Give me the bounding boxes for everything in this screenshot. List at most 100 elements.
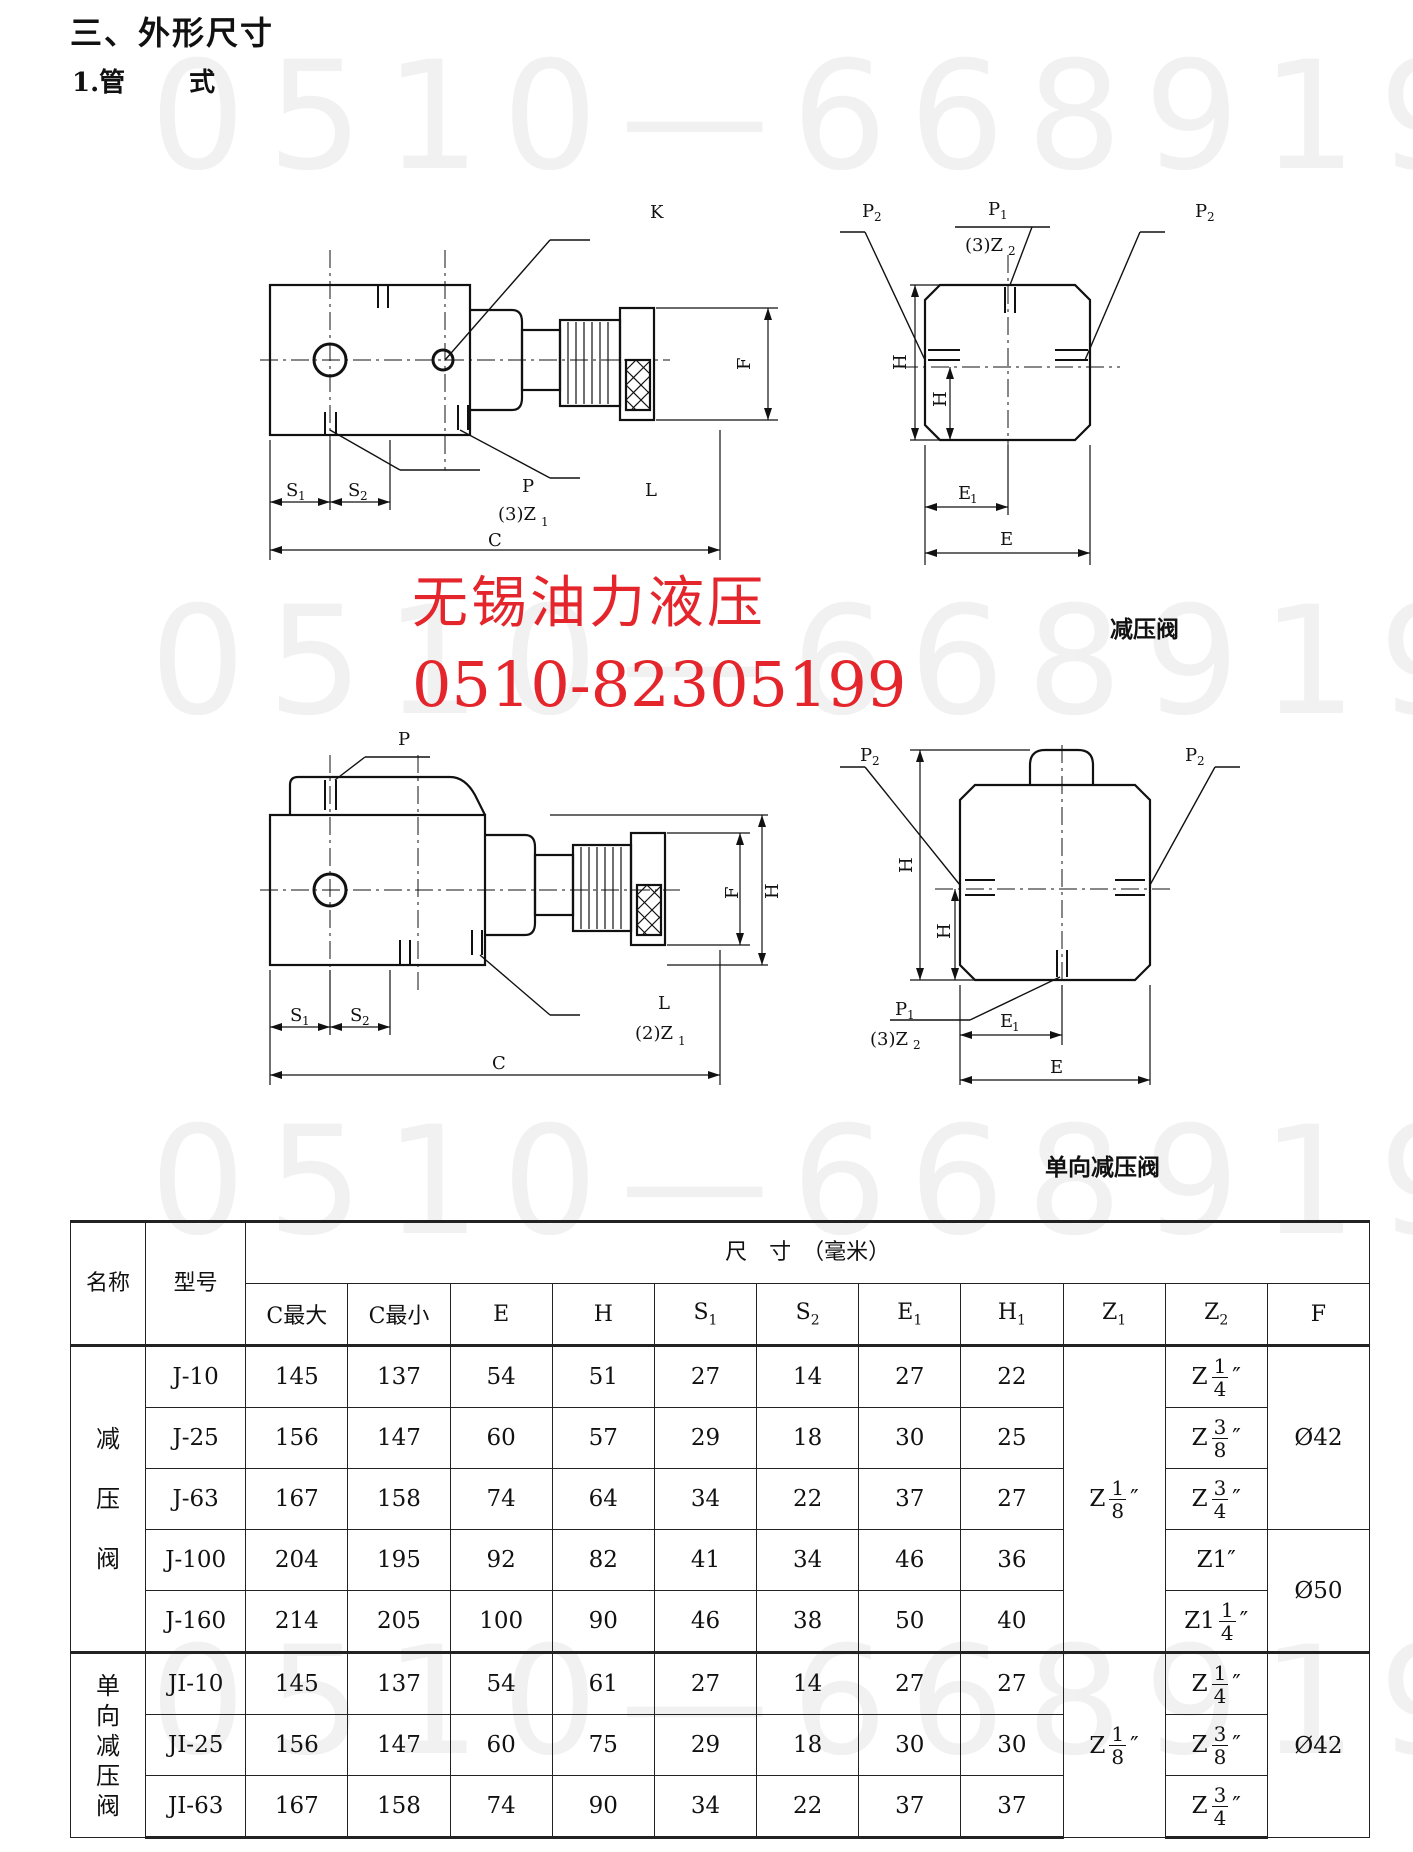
- col-header: C最小: [347, 1283, 451, 1346]
- label-C: C: [488, 530, 502, 551]
- company-phone: 0510-82305199: [412, 648, 907, 721]
- svg-text:2: 2: [360, 489, 368, 503]
- side-label-z2: (3)Z: [870, 1029, 908, 1050]
- value-cell: 167: [245, 1775, 349, 1839]
- label-H1: H: [930, 391, 951, 407]
- model-cell: J-10: [145, 1344, 247, 1408]
- value-cell: 90: [551, 1590, 655, 1653]
- label-z2: (3)Z: [965, 235, 1003, 256]
- svg-text:2: 2: [913, 1038, 921, 1052]
- svg-text:1: 1: [298, 489, 306, 503]
- col-header: E: [449, 1283, 553, 1346]
- svg-text:1: 1: [1012, 1020, 1020, 1034]
- model-cell: JI-25: [145, 1714, 247, 1776]
- value-cell: 25: [960, 1407, 1064, 1469]
- side-label-P2-left: P: [860, 745, 872, 766]
- value-cell: 158: [347, 1468, 451, 1530]
- value-cell: 82: [551, 1529, 655, 1591]
- header-dimensions: 尺 寸 （毫米）: [245, 1220, 1370, 1284]
- value-cell: 214: [245, 1590, 349, 1653]
- value-cell: 147: [347, 1714, 451, 1776]
- section-subtitle: 1.管式: [72, 62, 215, 99]
- svg-text:2: 2: [1008, 244, 1016, 258]
- check-label-F: F: [722, 887, 743, 900]
- value-cell: 34: [653, 1775, 758, 1839]
- value-cell: 27: [960, 1651, 1064, 1715]
- value-cell: 37: [858, 1468, 962, 1530]
- value-cell: 57: [551, 1407, 655, 1469]
- check-label-z1: (2)Z: [635, 1023, 673, 1044]
- value-cell: 27: [960, 1468, 1064, 1530]
- header-name: 名称: [69, 1220, 147, 1346]
- value-cell: 156: [245, 1407, 349, 1469]
- model-cell: J-63: [145, 1468, 247, 1530]
- model-cell: J-100: [145, 1529, 247, 1591]
- value-cell: 46: [858, 1529, 962, 1591]
- value-cell: 27: [858, 1651, 962, 1715]
- svg-text:1: 1: [1000, 208, 1008, 222]
- value-cell: 18: [756, 1714, 860, 1776]
- value-cell: 74: [449, 1775, 553, 1839]
- check-label-P: P: [398, 729, 410, 750]
- label-S1: S: [286, 480, 298, 501]
- col-header: F: [1266, 1283, 1371, 1346]
- check-stem: [533, 853, 575, 917]
- value-cell: 38: [756, 1590, 860, 1653]
- check-knob: [571, 843, 633, 933]
- col-header: S2: [756, 1283, 860, 1346]
- value-cell: 27: [858, 1344, 962, 1408]
- value-cell: 195: [347, 1529, 451, 1591]
- label-P1: P: [988, 199, 1000, 220]
- value-cell: 51: [551, 1344, 655, 1408]
- value-cell: 54: [449, 1344, 553, 1408]
- value-cell: 14: [756, 1651, 860, 1715]
- value-cell: 37: [960, 1775, 1064, 1839]
- value-cell: 50: [858, 1590, 962, 1653]
- svg-text:2: 2: [362, 1014, 370, 1028]
- value-cell: 22: [756, 1468, 860, 1530]
- svg-text:1: 1: [970, 492, 978, 506]
- label-z1: (3)Z: [498, 504, 536, 525]
- svg-text:2: 2: [872, 754, 880, 768]
- value-cell: 27: [653, 1651, 758, 1715]
- value-cell: 64: [551, 1468, 655, 1530]
- caption-check-reducing-valve: 单向减压阀: [1045, 1154, 1160, 1181]
- value-cell: 156: [245, 1714, 349, 1776]
- value-cell: 74: [449, 1468, 553, 1530]
- side-label-P1: P: [895, 999, 907, 1020]
- value-cell: 30: [858, 1714, 962, 1776]
- company-name: 无锡油力液压: [412, 571, 766, 636]
- watermark: 0510—66891977: [150, 575, 1413, 749]
- group-name-cell: 单向减压阀: [69, 1651, 147, 1838]
- check-neck: [485, 833, 537, 937]
- check-cap-end: [629, 831, 667, 947]
- value-cell: 61: [551, 1651, 655, 1715]
- label-S2: S: [348, 480, 360, 501]
- value-cell: 145: [245, 1344, 349, 1408]
- label-P2-right: P: [1195, 201, 1207, 222]
- subtitle-number: 1.: [72, 68, 100, 98]
- check-label-S2: S: [350, 1005, 362, 1026]
- value-cell: 60: [449, 1407, 553, 1469]
- caption-reducing-valve: 减压阀: [1110, 616, 1179, 643]
- check-side-body: [958, 783, 1152, 982]
- f-cell: Ø50: [1266, 1529, 1371, 1653]
- label-E1: E: [958, 483, 971, 504]
- value-cell: 46: [653, 1590, 758, 1653]
- side-label-E: E: [1050, 1057, 1063, 1078]
- col-header: H: [551, 1283, 655, 1346]
- knurled-knob: [558, 318, 622, 408]
- value-cell: 92: [449, 1529, 553, 1591]
- value-cell: 41: [653, 1529, 758, 1591]
- col-header: Z1: [1062, 1283, 1166, 1346]
- value-cell: 60: [449, 1714, 553, 1776]
- adjust-cap: [618, 306, 656, 422]
- svg-text:1: 1: [907, 1008, 915, 1022]
